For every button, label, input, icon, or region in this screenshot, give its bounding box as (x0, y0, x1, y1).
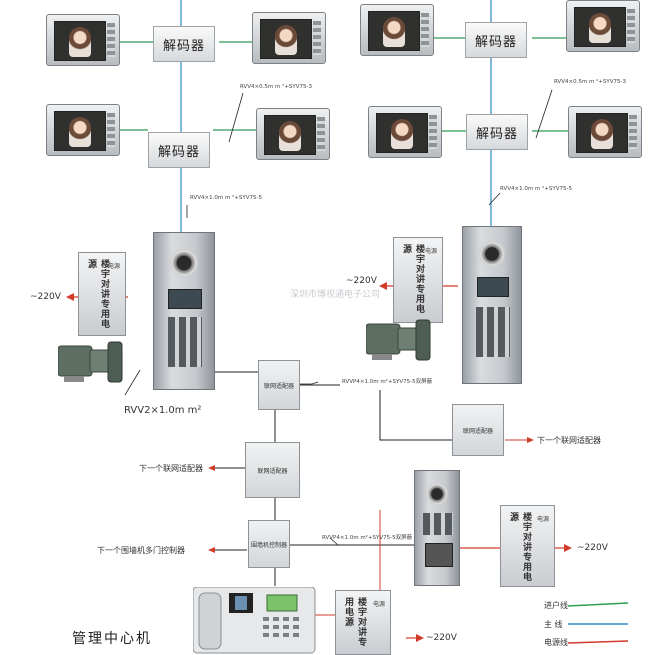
decoder-box: 解码器 (153, 26, 215, 62)
indoor-monitor (368, 106, 442, 158)
network-adapter: 联网适配器 (258, 360, 300, 410)
power-supply: 楼宇对讲专用电源 电源 (393, 237, 443, 323)
network-adapter: 联网适配器 (245, 442, 300, 498)
decoder-box: 解码器 (148, 132, 210, 168)
electric-lock-icon (58, 341, 123, 383)
legend-line-green (567, 602, 629, 607)
power-supply-label: 楼宇对讲专用电源 (86, 259, 109, 329)
cable-label: RVV4×1.0m m ²+SYV75-5 (190, 195, 263, 201)
power-supply-label: 楼宇对讲专用电源 (343, 597, 366, 647)
electric-lock-icon (366, 319, 431, 361)
legend-item-label: 进户线 (544, 601, 568, 610)
cable-label: RVV4×0.5m m ²+SYV75-3 (554, 79, 627, 85)
management-console-icon (193, 587, 316, 654)
cable-label: RVVP4×1.0m m²+SYV75-5双屏蔽 (322, 535, 413, 541)
gate-controller: 围墙机控制器 (248, 520, 290, 568)
power-supply: 楼宇对讲专用电源 电源 (335, 590, 391, 655)
next-adapter-label: 下一个联网适配器 (537, 436, 601, 445)
decoder-box: 解码器 (466, 114, 528, 150)
indoor-monitor (360, 4, 434, 56)
cable-label: RVVP4×1.0m m²+SYV75-5双屏蔽 (342, 379, 433, 385)
center-label: 管理中心机 (72, 631, 152, 647)
door-entry-panel (153, 232, 215, 390)
door-entry-panel (462, 226, 522, 384)
next-adapter-label: 下一个联网适配器 (139, 464, 203, 473)
voltage-label: ~220V (577, 543, 608, 553)
voltage-label: ~220V (30, 292, 61, 302)
decoder-box: 解码器 (465, 22, 527, 58)
voltage-label: ~220V (346, 276, 377, 286)
indoor-monitor (252, 12, 326, 64)
network-adapter: 联网适配器 (452, 404, 504, 456)
power-supply: 楼宇对讲专用电源 电源 (78, 252, 126, 336)
door-entry-panel (414, 470, 460, 586)
power-supply-tag: 电源 (536, 516, 549, 523)
cable-label: RVV4×1.0m m ²+SYV75-5 (500, 186, 573, 192)
power-supply-tag: 电源 (424, 248, 437, 255)
legend-line-red (567, 640, 629, 644)
legend-item-label: 主 线 (544, 620, 563, 629)
power-supply-tag: 电源 (107, 263, 120, 270)
power-supply-label: 楼宇对讲专用电源 (401, 244, 424, 314)
indoor-monitor (568, 106, 642, 158)
legend-item-label: 电源线 (544, 638, 568, 647)
indoor-monitor (46, 14, 120, 66)
voltage-label: ~220V (426, 633, 457, 643)
power-supply-tag: 电源 (372, 601, 385, 608)
indoor-monitor (566, 0, 640, 52)
power-supply-label: 楼宇对讲专用电源 (508, 512, 531, 582)
watermark: 深圳市博视通电子公司 (290, 290, 381, 300)
next-controller-label: 下一个围墙机多门控制器 (97, 546, 185, 555)
cable-label: RVV4×0.5m m ²+SYV75-3 (240, 84, 313, 90)
indoor-monitor (256, 108, 330, 160)
power-supply: 楼宇对讲专用电源 电源 (500, 505, 555, 587)
indoor-monitor (46, 104, 120, 156)
cable-label: RVV2×1.0m m² (124, 405, 202, 416)
